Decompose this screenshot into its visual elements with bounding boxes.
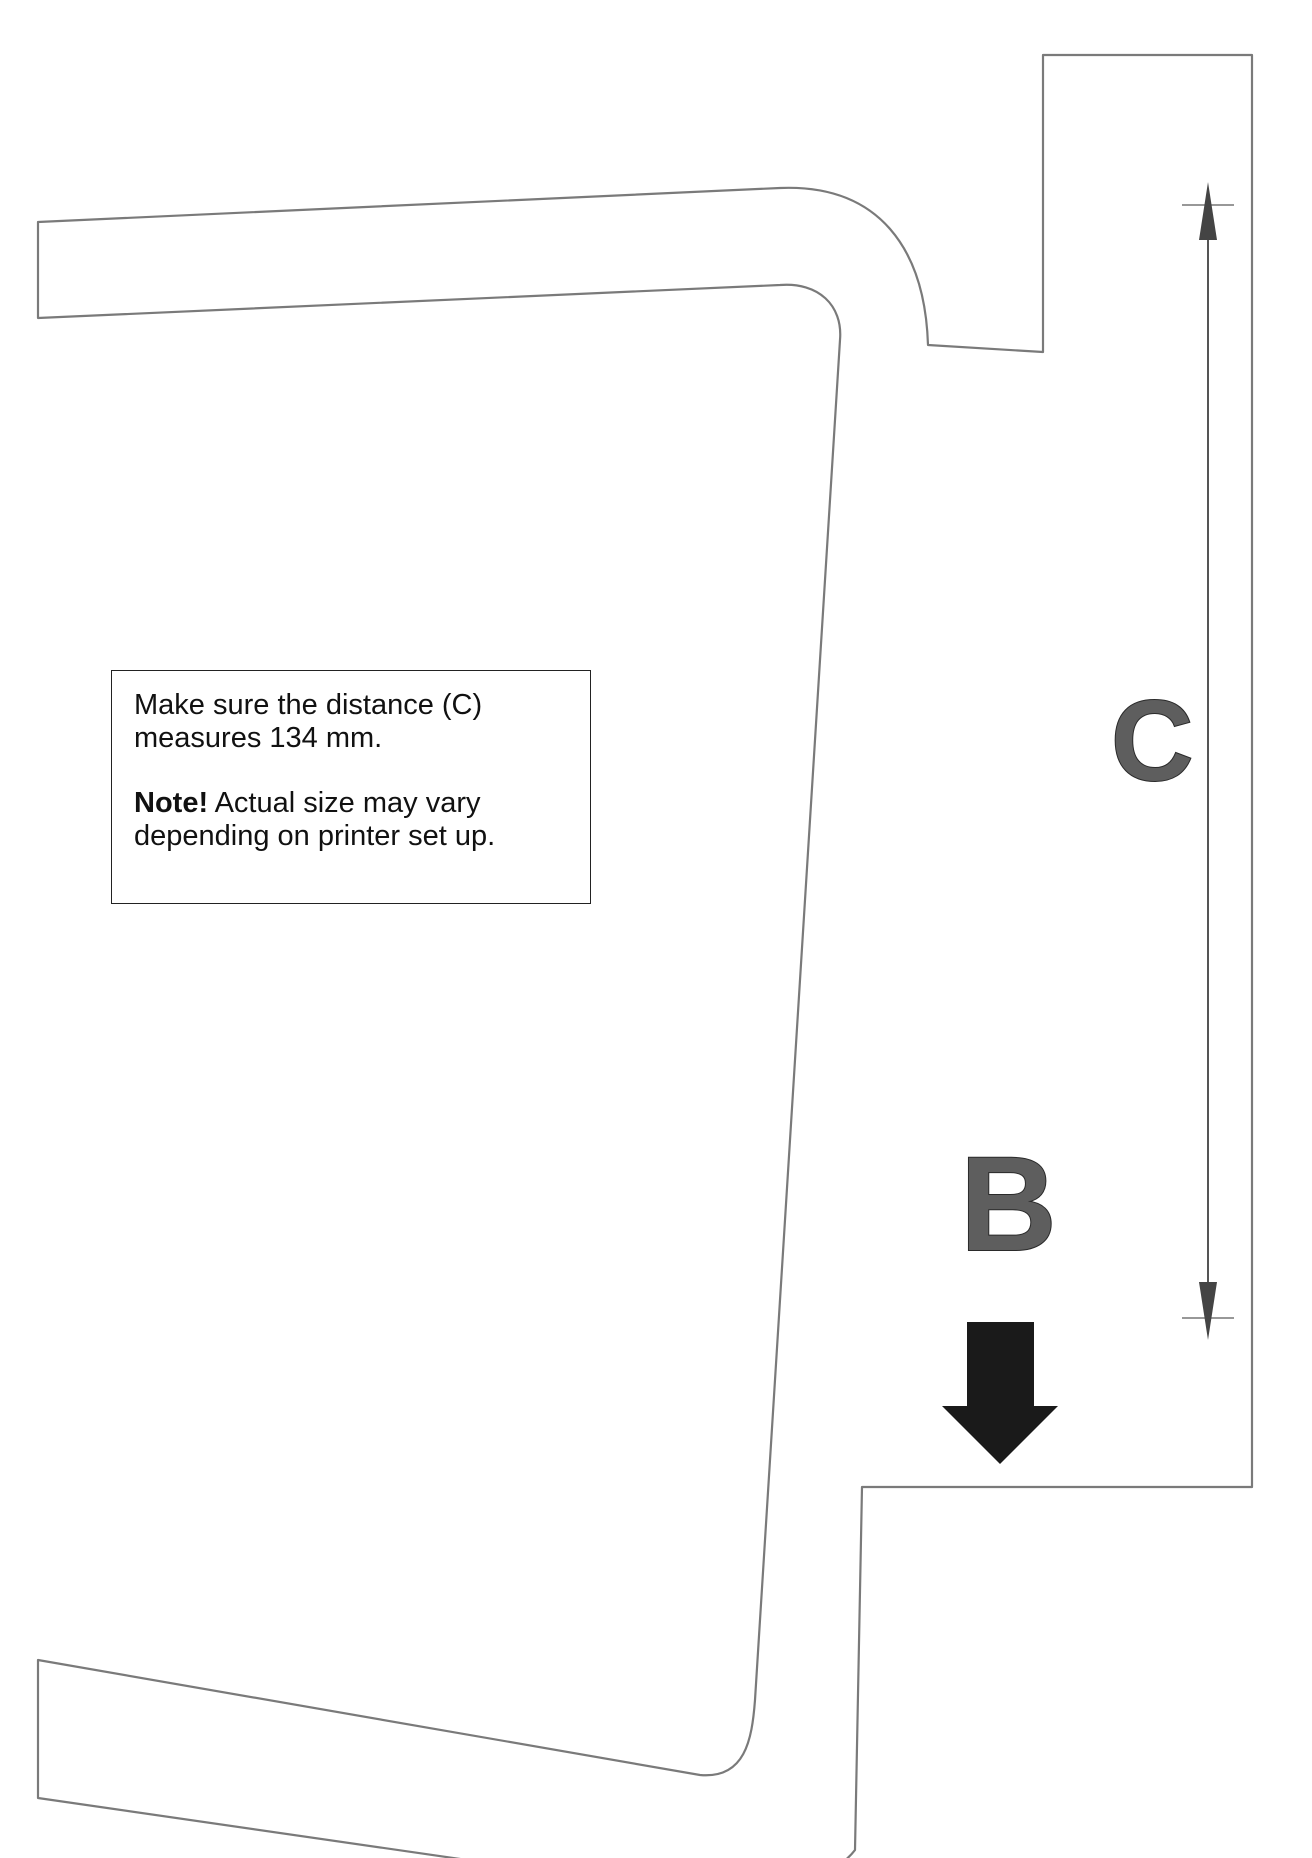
note-line-1: Note! Actual size may vary (134, 787, 568, 820)
note-line-2: depending on printer set up. (134, 820, 496, 852)
instruction-note-box: Make sure the distance (C) measures 134 … (111, 670, 591, 904)
instruction-line-1: Make sure the distance (C) (134, 689, 483, 721)
template-outline (36, 53, 1254, 1858)
dimension-arrowhead-top (1199, 182, 1217, 240)
note-spacer (134, 755, 568, 787)
side-label-b: B (960, 1130, 1057, 1279)
note-label: Note! (134, 787, 209, 819)
instruction-line-2: measures 134 mm. (134, 722, 383, 754)
down-arrow-icon (942, 1322, 1058, 1464)
dimension-arrowhead-bottom (1199, 1282, 1217, 1340)
dimension-label-c: C (1111, 678, 1193, 805)
note-line-1-text: Actual size may vary (208, 787, 481, 819)
